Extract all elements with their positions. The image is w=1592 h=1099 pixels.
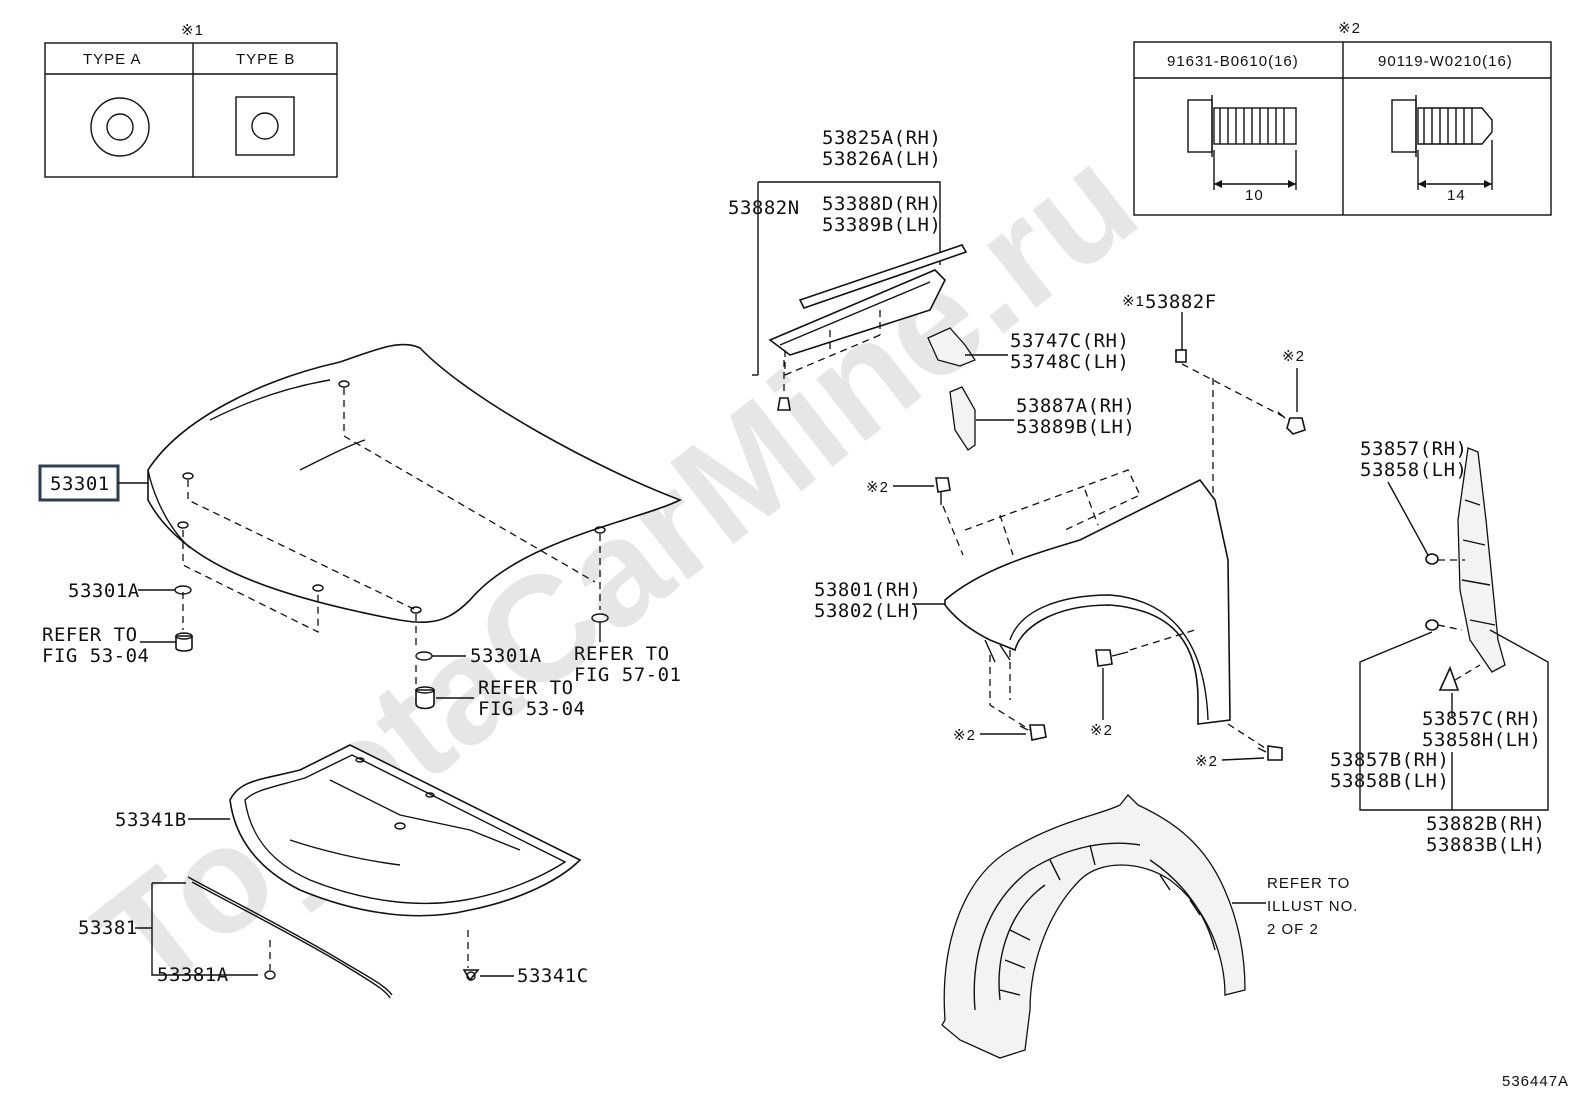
refer-center-line1: REFER TO — [478, 677, 574, 699]
hood-insulator-drawing — [229, 744, 582, 917]
note2-mark: ※2 — [1338, 20, 1361, 37]
liner-refer-line1: REFER TO — [1267, 875, 1350, 892]
hood-part-label[interactable]: 53301 — [50, 473, 110, 495]
fender-bolt-lower-left — [1019, 724, 1047, 741]
bolt-note-mark-lower-right: ※2 — [1195, 753, 1218, 770]
refer-right-line1: REFER TO — [574, 643, 670, 665]
fender-seal-rh: 53825A(RH) — [822, 127, 941, 149]
insulator-label: 53341B — [115, 809, 187, 831]
hood-seal-center-label: 53301A — [470, 645, 542, 667]
bolt2-part-number: 90119-W0210(16) — [1378, 53, 1513, 70]
refer-right-line2: FIG 57-01 — [574, 664, 681, 686]
fender-protector-rh: 53388D(RH) — [822, 193, 941, 215]
fender-rh-label: 53801(RH) — [814, 579, 921, 601]
flange-bolt-pointed-icon — [1391, 95, 1493, 190]
fender-lh-label: 53802(LH) — [814, 600, 921, 622]
refer-left-line1: REFER TO — [42, 624, 138, 646]
side-bracket-rh-label: 53882B(RH) — [1426, 813, 1545, 835]
fender-seal-lh: 53826A(LH) — [822, 148, 941, 170]
side-seal-lh-label: 53858(LH) — [1360, 459, 1467, 481]
bolt-note-mark-left: ※2 — [866, 479, 889, 496]
front-fender-drawing — [944, 469, 1231, 725]
bolt-note-mark-lower-left: ※2 — [953, 727, 976, 744]
bracket-rh-label: 53747C(RH) — [1010, 330, 1129, 352]
bracket-lh-label: 53748C(LH) — [1010, 351, 1129, 373]
bolt1-length: 10 — [1245, 187, 1264, 204]
flange-bolt-icon — [1187, 95, 1297, 190]
note1-table — [44, 42, 338, 178]
fender-liner-drawing — [941, 794, 1246, 1059]
side-seal-rh-label: 53857(RH) — [1360, 438, 1467, 460]
clip-53882n-label: 53882N — [728, 197, 800, 219]
fender-seal-drawing — [768, 244, 968, 356]
clip-53882n — [777, 397, 791, 411]
seal-lh-label: 53889B(LH) — [1016, 416, 1135, 438]
hood-panel-drawing — [147, 343, 683, 690]
side-clip-upper — [1425, 553, 1439, 565]
fender-protector-lh: 53389B(LH) — [822, 214, 941, 236]
refer-center-line2: FIG 53-04 — [478, 698, 585, 720]
type-a-header: TYPE A — [83, 51, 142, 68]
bolt-note-mark-top: ※2 — [1282, 348, 1305, 365]
fender-bolt-top — [1277, 411, 1306, 435]
bracket-53747c — [927, 327, 976, 367]
fender-bolt-middle — [1095, 649, 1129, 667]
bolt2-length: 14 — [1447, 187, 1466, 204]
refer-left-line2: FIG 53-04 — [42, 645, 149, 667]
figure-id: 536447A — [1502, 1073, 1569, 1090]
type-b-square-washer-icon — [235, 96, 295, 156]
liner-refer-line2: ILLUST NO. — [1267, 898, 1358, 915]
hood-seal-left-label: 53301A — [68, 580, 140, 602]
nut-53882f-label: 53882F — [1145, 291, 1217, 313]
side-clip-b-lh-label: 53858B(LH) — [1330, 770, 1449, 792]
rod-clip — [264, 970, 276, 980]
nut-note-mark: ※1 — [1122, 293, 1145, 310]
hood-cushion-left — [175, 632, 193, 652]
fender-bolt-lower-right — [1257, 745, 1283, 761]
bolt1-part-number: 91631-B0610(16) — [1167, 53, 1299, 70]
fender-bolt-left — [935, 477, 951, 505]
hood-cushion-center — [415, 686, 435, 710]
side-clip-lower — [1438, 665, 1460, 691]
rod-label: 53381 — [78, 917, 138, 939]
nut-53882f — [1175, 349, 1187, 363]
side-clip-rh-label: 53857C(RH) — [1422, 708, 1541, 730]
bolt-note-mark-middle: ※2 — [1090, 722, 1113, 739]
rod-clip-label: 53381A — [157, 964, 229, 986]
side-clip-lh-label: 53858H(LH) — [1422, 729, 1541, 751]
side-clip-middle — [1425, 619, 1439, 631]
side-bracket-lh-label: 53883B(LH) — [1426, 834, 1545, 856]
liner-refer-line3: 2 OF 2 — [1267, 921, 1319, 938]
side-clip-b-rh-label: 53857B(RH) — [1330, 749, 1449, 771]
hood-support-rod — [187, 876, 393, 996]
side-seal-drawing — [1457, 447, 1506, 673]
type-b-header: TYPE B — [236, 51, 295, 68]
seal-rh-label: 53887A(RH) — [1016, 395, 1135, 417]
insulator-clip-label: 53341C — [517, 965, 589, 987]
insulator-clip — [462, 969, 480, 982]
type-a-washer-icon — [90, 97, 150, 157]
seal-53887a — [949, 386, 976, 451]
note1-mark: ※1 — [181, 22, 204, 39]
